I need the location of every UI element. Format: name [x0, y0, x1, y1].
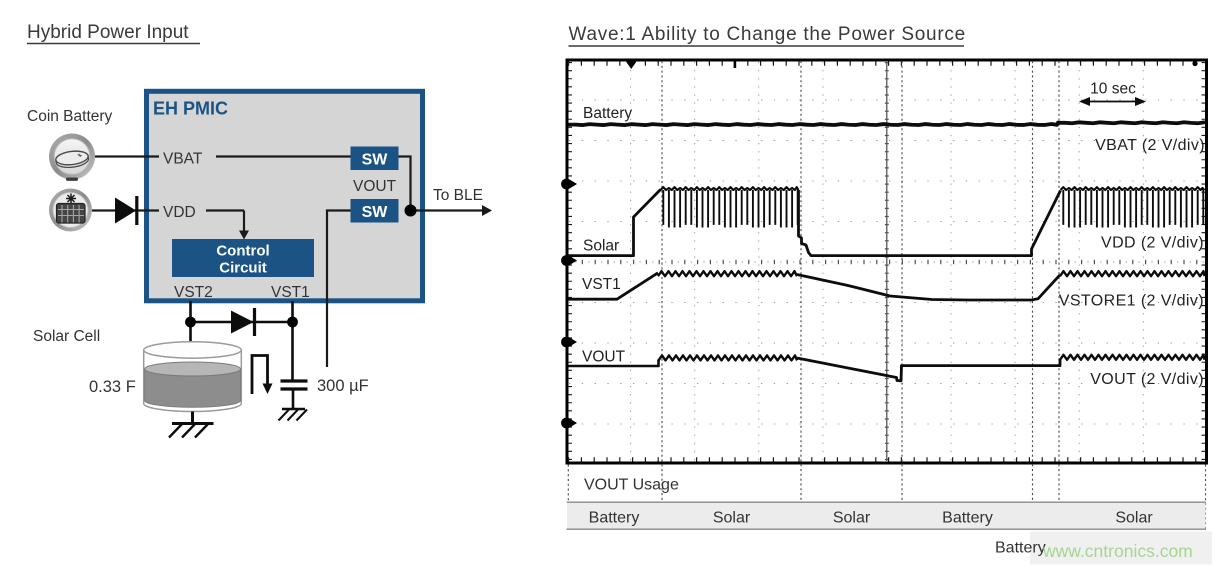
svg-text:Wave:1 Ability to Change the P: Wave:1 Ability to Change the Power Sourc…: [569, 24, 966, 45]
svg-text:VSTORE1 (2 V/div): VSTORE1 (2 V/div): [1059, 293, 1204, 310]
svg-text:VOUT (2 V/div): VOUT (2 V/div): [1090, 371, 1204, 388]
svg-text:VST1: VST1: [582, 276, 621, 293]
svg-text:EH PMIC: EH PMIC: [153, 99, 228, 119]
svg-text:0.33 F: 0.33 F: [89, 378, 136, 396]
svg-text:VST2: VST2: [174, 284, 213, 301]
svg-text:VBAT: VBAT: [163, 151, 203, 168]
svg-text:SW: SW: [362, 152, 389, 169]
svg-text:Battery: Battery: [942, 510, 993, 527]
svg-text:10 sec: 10 sec: [1090, 81, 1136, 98]
svg-text:Solar: Solar: [713, 510, 751, 527]
svg-text:Hybrid Power Input: Hybrid Power Input: [27, 22, 189, 43]
svg-text:VDD (2 V/div): VDD (2 V/div): [1101, 235, 1204, 252]
svg-text:Control: Control: [216, 243, 269, 260]
svg-text:Coin Battery: Coin Battery: [27, 108, 113, 125]
svg-text:Solar: Solar: [583, 238, 619, 255]
svg-text:VBAT (2 V/div): VBAT (2 V/div): [1095, 137, 1205, 154]
svg-text:Battery: Battery: [589, 510, 640, 527]
svg-text:Battery: Battery: [995, 540, 1046, 557]
svg-text:Battery: Battery: [583, 105, 632, 122]
svg-text:VOUT: VOUT: [353, 178, 397, 195]
svg-text:VOUT: VOUT: [582, 349, 626, 366]
svg-text:VOUT Usage: VOUT Usage: [584, 477, 679, 494]
svg-text:Circuit: Circuit: [219, 260, 267, 277]
svg-text:Solar: Solar: [1115, 510, 1153, 527]
svg-text:SW: SW: [362, 204, 389, 221]
svg-text:VDD: VDD: [163, 204, 196, 221]
svg-text:www.cntronics.com: www.cntronics.com: [1042, 541, 1193, 561]
svg-text:To BLE: To BLE: [433, 187, 483, 204]
svg-text:300 µF: 300 µF: [317, 377, 369, 395]
svg-text:VST1: VST1: [271, 284, 310, 301]
svg-text:Solar Cell: Solar Cell: [33, 328, 100, 345]
svg-text:Solar: Solar: [833, 510, 871, 527]
